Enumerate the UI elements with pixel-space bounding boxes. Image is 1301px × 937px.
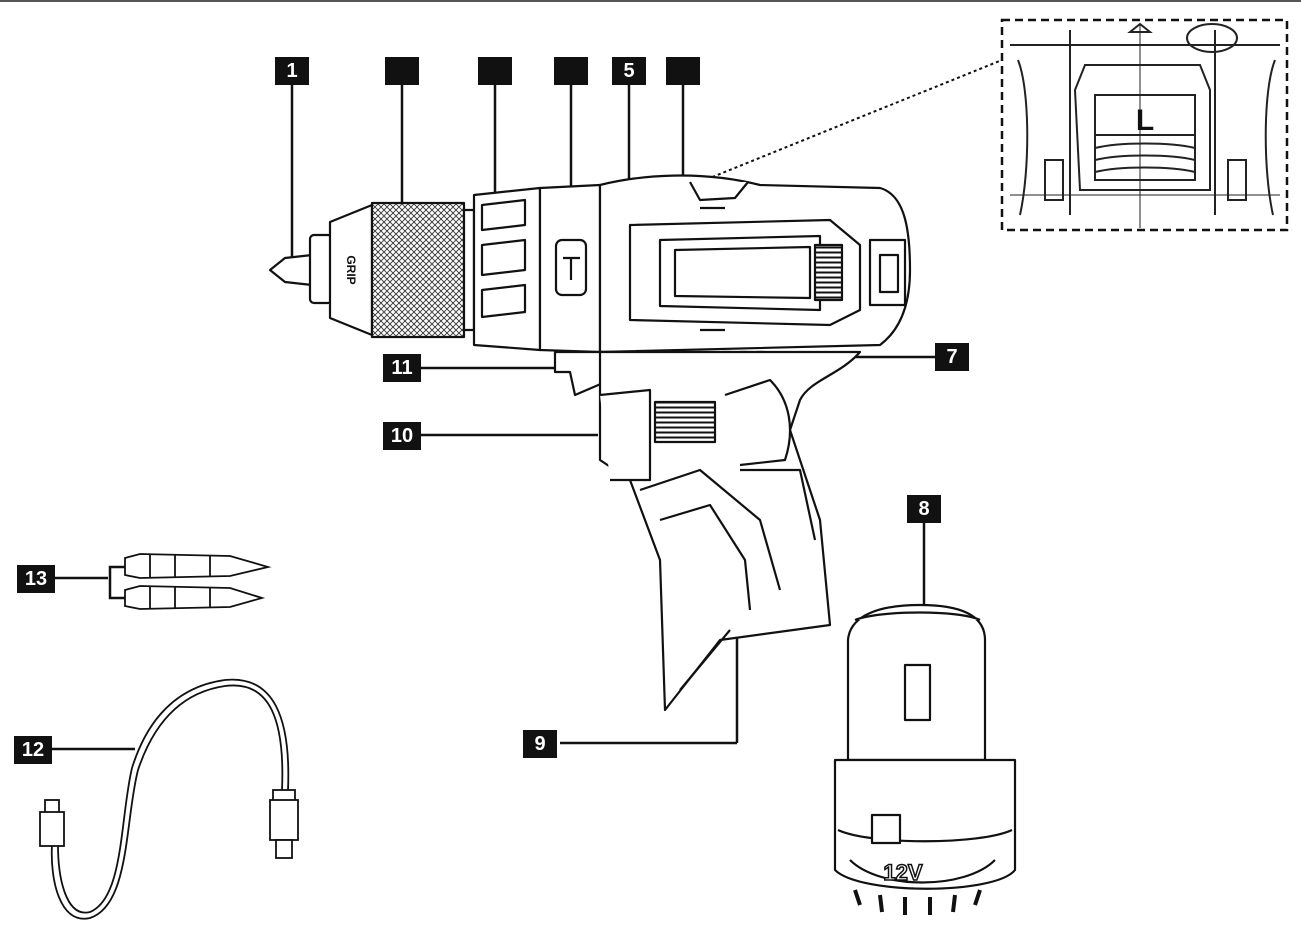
leader-lines: [52, 83, 935, 751]
callout-5: 5: [612, 57, 646, 85]
chuck-collar: [308, 233, 334, 305]
screwdriver-bits: [124, 553, 272, 610]
battery: [833, 603, 1017, 915]
callout-2: [385, 57, 419, 85]
callout-10: 10: [383, 422, 421, 450]
callout-11: 11: [383, 354, 421, 382]
chuck-tip: [268, 253, 314, 287]
top-border-line: [0, 0, 1301, 2]
callout-12: 12: [14, 736, 52, 764]
chuck-sleeve: [370, 201, 466, 339]
callout-6: [666, 57, 700, 85]
callout-8: 8: [907, 495, 941, 523]
inset-letter: L: [1136, 104, 1154, 137]
callout-3: [478, 57, 512, 85]
inset-pointer-line: [689, 59, 1003, 187]
drill-body: [268, 174, 912, 712]
callout-9: 9: [523, 730, 557, 758]
chuck-grip-text: GRIP: [344, 255, 358, 284]
callout-4: [554, 57, 588, 85]
battery-voltage-label: 12V: [883, 860, 922, 885]
inset-detail: L: [1000, 18, 1289, 232]
callout-1: 1: [275, 57, 309, 85]
trigger: [653, 400, 717, 444]
callout-7: 7: [935, 343, 969, 371]
usb-cable: [39, 678, 299, 920]
callout-13: 13: [17, 565, 55, 593]
